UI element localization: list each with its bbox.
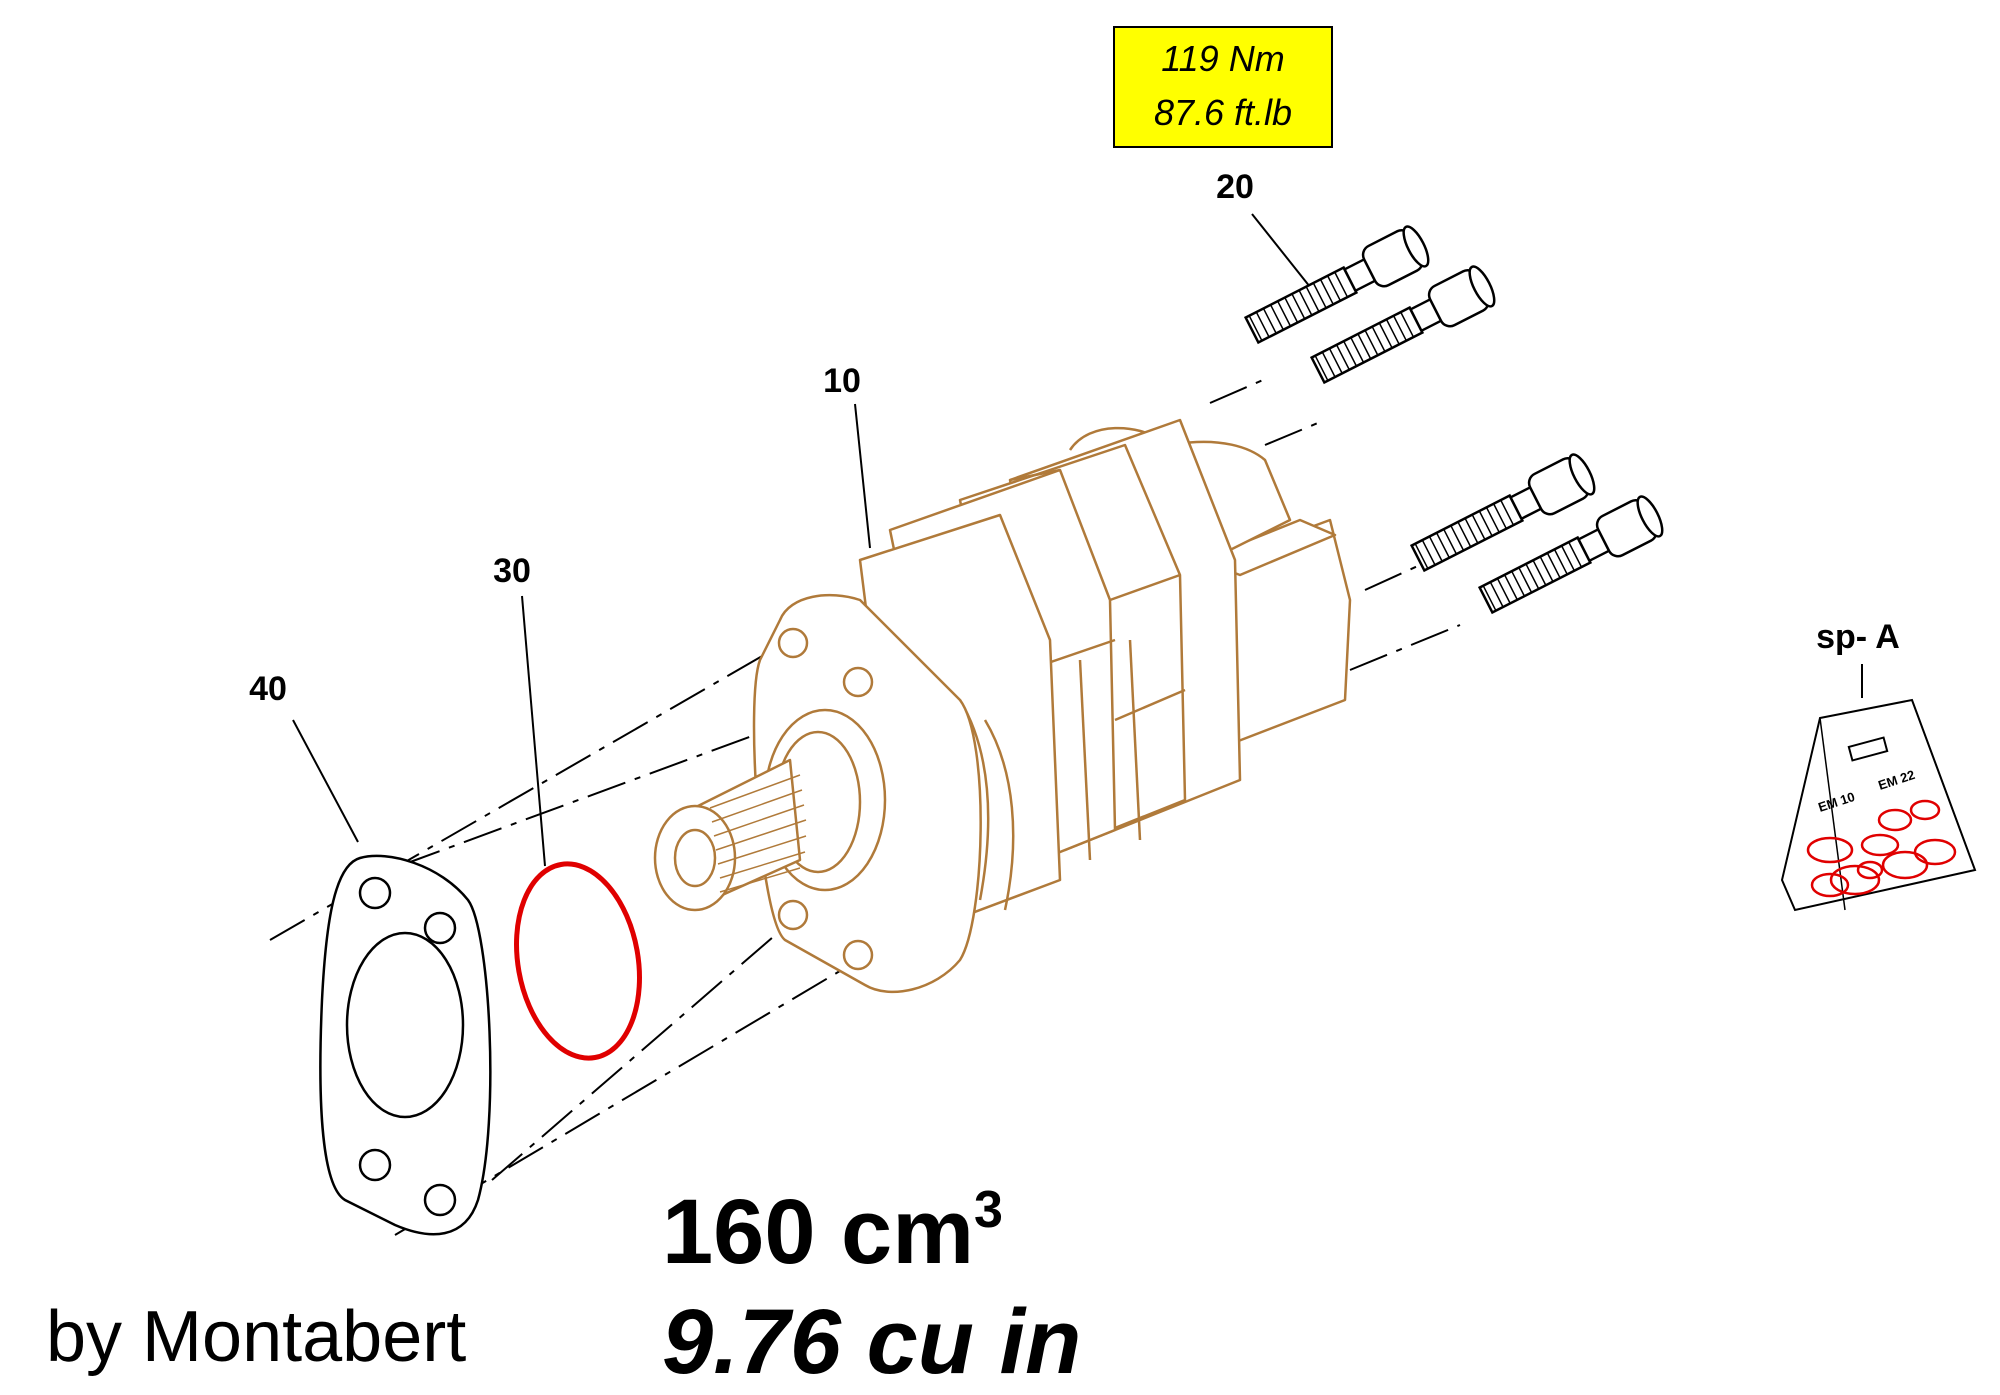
callout-20-label: 20 bbox=[1216, 168, 1254, 206]
credit-text: by Montabert bbox=[46, 1297, 467, 1377]
hydraulic-motor bbox=[653, 418, 1352, 994]
callout-40-label: 40 bbox=[249, 670, 287, 708]
cap-screw-4 bbox=[1477, 495, 1664, 615]
cap-screw-3 bbox=[1409, 453, 1596, 573]
cap-screw-1 bbox=[1243, 225, 1430, 345]
callout-spa-label: sp- A bbox=[1816, 618, 1900, 656]
cap-screw-2 bbox=[1309, 265, 1496, 385]
callout-bolts: 20 bbox=[1216, 168, 1323, 303]
callout-oring: 30 bbox=[493, 552, 546, 867]
cap-screws bbox=[1243, 225, 1664, 615]
callout-10-label: 10 bbox=[823, 362, 861, 400]
flange-gasket bbox=[319, 854, 492, 1236]
torque-spec-box: 119 Nm 87.6 ft.lb bbox=[1113, 26, 1333, 148]
torque-imperial: 87.6 ft.lb bbox=[1154, 92, 1292, 133]
displacement-imperial: 9.76 cu in bbox=[662, 1291, 1082, 1393]
torque-metric: 119 Nm bbox=[1161, 38, 1284, 79]
seal-kit-bag: EM 10 EM 22 bbox=[1780, 698, 1977, 912]
displacement-metric: 160 cm3 bbox=[662, 1181, 1003, 1283]
callout-30-label: 30 bbox=[493, 552, 531, 590]
callout-motor: 10 bbox=[823, 362, 871, 549]
callout-seal-kit: sp- A bbox=[1816, 618, 1900, 698]
o-ring bbox=[514, 861, 642, 1061]
callout-gasket: 40 bbox=[249, 670, 359, 843]
seal-kit-orings bbox=[1806, 799, 1957, 898]
